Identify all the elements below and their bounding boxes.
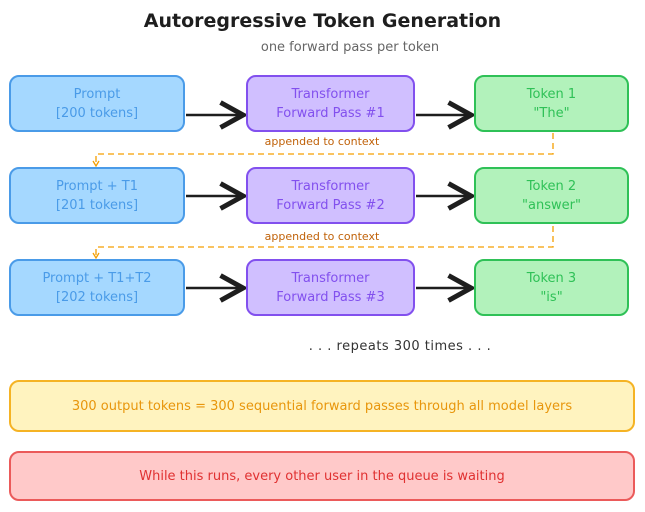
- token-box-3: Token 3 "is": [474, 259, 629, 316]
- summary-banner: 300 output tokens = 300 sequential forwa…: [9, 380, 635, 432]
- token-value: "answer": [522, 197, 581, 213]
- token-box-2: Token 2 "answer": [474, 167, 629, 224]
- pass-label: Transformer: [291, 86, 370, 102]
- input-label: Prompt: [73, 86, 121, 102]
- input-box-2: Prompt + T1 [201 tokens]: [9, 167, 185, 224]
- pass-label: Transformer: [291, 270, 370, 286]
- diagram-title: Autoregressive Token Generation: [143, 10, 502, 32]
- input-label: Prompt + T1+T2: [42, 270, 152, 286]
- token-label: Token 3: [526, 270, 577, 286]
- input-box-1: Prompt [200 tokens]: [9, 75, 185, 132]
- token-label: Token 2: [526, 178, 577, 194]
- input-count: [202 tokens]: [55, 289, 139, 305]
- warning-banner: While this runs, every other user in the…: [9, 451, 635, 501]
- feedback-arrow-1: [95, 133, 554, 165]
- token-box-1: Token 1 "The": [474, 75, 629, 132]
- token-label: Token 1: [526, 86, 577, 102]
- pass-number: Forward Pass #3: [276, 289, 385, 305]
- token-value: "The": [533, 105, 570, 121]
- input-count: [201 tokens]: [55, 197, 139, 213]
- input-box-3: Prompt + T1+T2 [202 tokens]: [9, 259, 185, 316]
- input-label: Prompt + T1: [55, 178, 138, 194]
- input-count: [200 tokens]: [55, 105, 139, 121]
- pass-label: Transformer: [291, 178, 370, 194]
- feedback-label-1: appended to context: [264, 135, 380, 148]
- repeat-note: . . . repeats 300 times . . .: [308, 339, 492, 354]
- pass-number: Forward Pass #2: [276, 197, 385, 213]
- pass-number: Forward Pass #1: [276, 105, 385, 121]
- feedback-label-2: appended to context: [264, 230, 380, 243]
- token-value: "is": [540, 289, 563, 305]
- feedback-arrow-2: [95, 226, 554, 257]
- diagram-subtitle: one forward pass per token: [260, 40, 440, 55]
